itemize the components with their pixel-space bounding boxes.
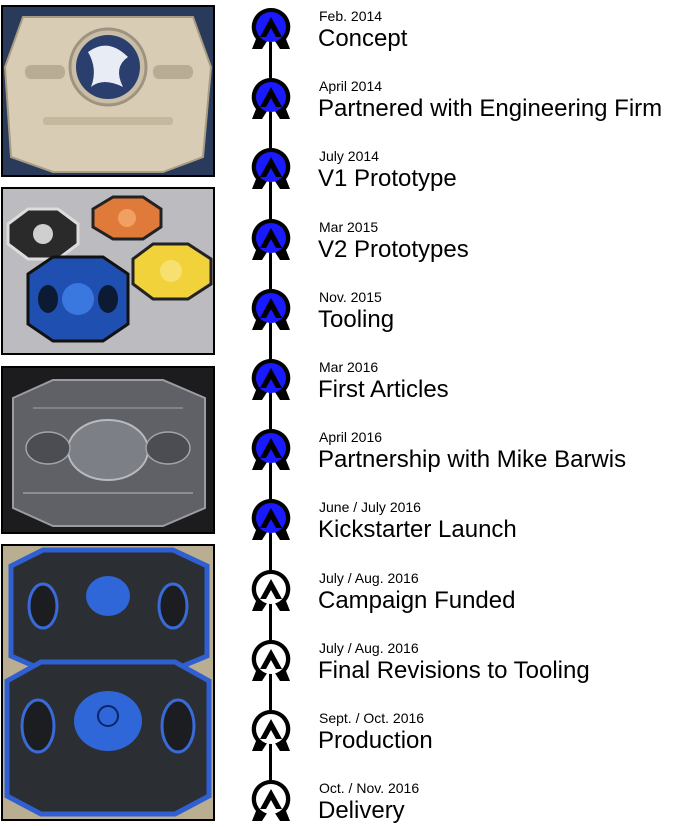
milestone-date: Oct. / Nov. 2016 [319,780,420,797]
milestone-complete-icon [249,426,293,476]
prototypes-photo [1,187,215,355]
milestone-date: April 2014 [319,78,383,95]
milestone-complete-icon [249,145,293,195]
milestone-pending-icon [249,707,293,757]
milestone-complete-icon [249,496,293,546]
milestone-date: July / Aug. 2016 [319,569,419,586]
milestone-title: Partnership with Mike Barwis [318,446,627,474]
milestone-date: Mar 2015 [319,218,379,235]
concept-photo [1,5,215,177]
milestone-date: June / July 2016 [319,499,421,516]
milestone-date: July / Aug. 2016 [319,639,419,656]
milestone-complete-icon [249,286,293,336]
milestone-title: Final Revisions to Tooling [318,656,590,684]
milestone-date: Sept. / Oct. 2016 [319,710,425,726]
milestone-date: Feb. 2014 [319,8,383,24]
milestone-title: Delivery [318,797,405,825]
milestone-title: Tooling [318,305,395,333]
milestone-date: April 2016 [319,429,383,446]
milestone-complete-icon [249,5,293,55]
milestone-title: Partnered with Engineering Firm [318,95,663,123]
milestone-complete-icon [249,356,293,406]
milestone-title: Concept [318,25,408,52]
milestone-title: Kickstarter Launch [318,516,517,544]
milestone-title: V1 Prototype [318,165,457,193]
milestone-date: Nov. 2015 [319,288,382,305]
timeline-line [269,30,272,800]
production-photo [1,544,215,821]
milestone-title: Campaign Funded [318,586,516,614]
milestone-date: Mar 2016 [319,359,379,375]
milestone-complete-icon [249,75,293,125]
milestone-title: Production [318,727,433,754]
milestone-title: V2 Prototypes [318,235,469,263]
milestone-pending-icon [249,637,293,687]
milestone-date: July 2014 [319,148,379,165]
tooling-photo [1,366,215,534]
milestone-complete-icon [249,216,293,266]
milestone-pending-icon [249,567,293,617]
milestone-title: First Articles [318,376,449,403]
milestone-pending-icon [249,777,293,827]
